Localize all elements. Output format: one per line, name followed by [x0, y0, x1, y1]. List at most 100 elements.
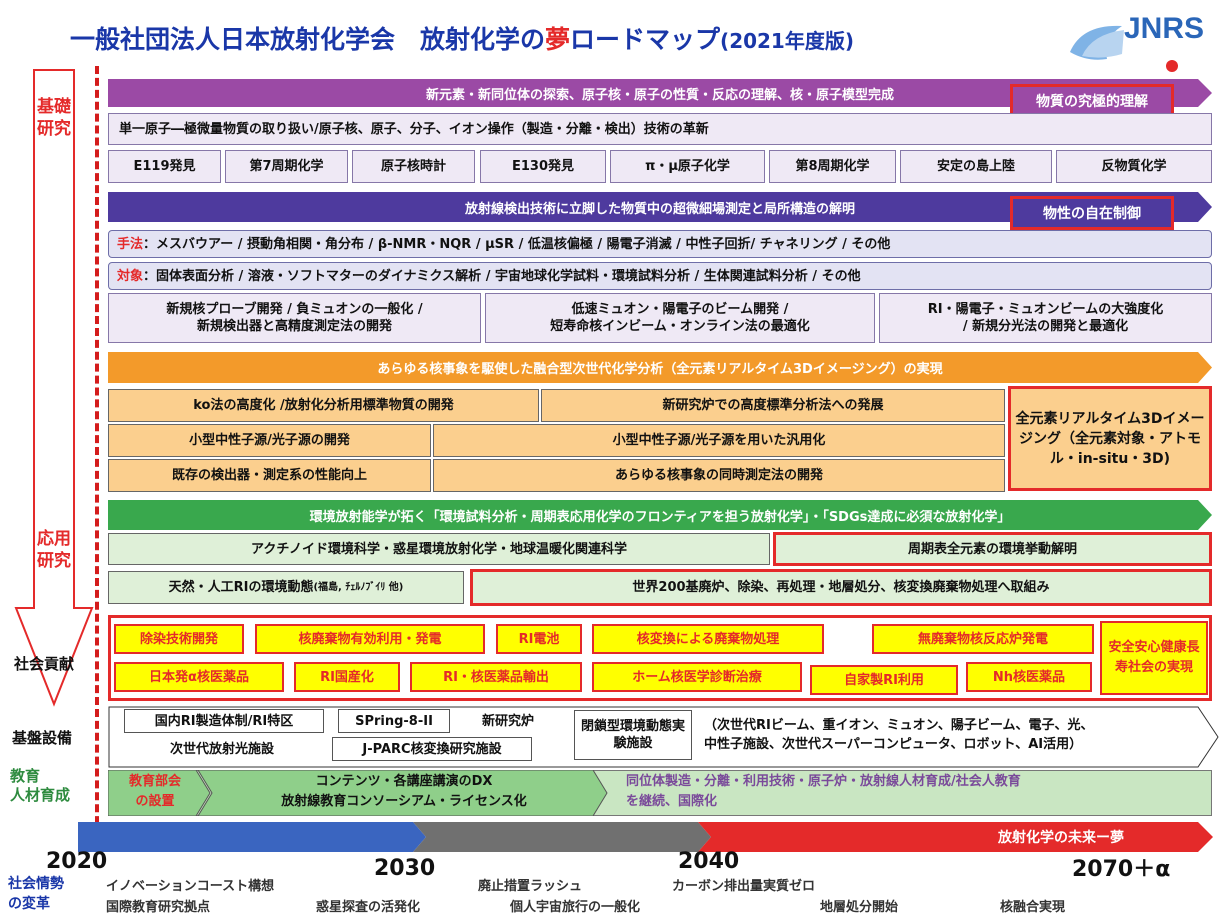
edu-b: コンテンツ・各講座講演のDX 放射線教育コンソーシアム・ライセンス化 — [212, 772, 596, 812]
social-item: ホーム核医学診断治療 — [592, 662, 802, 692]
shakai-josei-label-2: の変革 — [8, 896, 50, 912]
sec4-r2a: 天然・人工RIの環境動態(福島, ﾁｪﾙﾉﾌﾞｲﾘ 他) — [108, 571, 464, 604]
sec1-row1: 単一原子―極微量物質の取り扱い/原子核、原子、分子、イオン操作（製造・分離・検出… — [108, 113, 1212, 145]
edu-a-line2: の設置 — [135, 794, 175, 809]
sec3-r2b: 小型中性子源/光子源を用いた汎用化 — [433, 424, 1005, 457]
event: 個人宇宙旅行の一般化 — [510, 900, 641, 915]
kiban-label: 基盤設備 — [12, 729, 73, 747]
edu-b-line1: コンテンツ・各講座講演のDX — [315, 774, 493, 789]
sec3-band: あらゆる核事象を駆使した融合型次世代化学分析（全元素リアルタイム3Dイメージング… — [108, 352, 1212, 383]
event: イノベーションコースト構想 — [106, 879, 275, 894]
jnrs-logo: JNRS — [1070, 12, 1204, 72]
event: 地層処分開始 — [820, 900, 899, 915]
sec1-item: π・μ原子化学 — [610, 150, 765, 183]
sec3-r1a: ko法の高度化 /放射化分析用標準物質の開発 — [108, 389, 539, 422]
shakai-josei-label-1: 社会情勢 — [8, 876, 64, 892]
sec2-box1-line2: 新規検出器と高精度測定法の開発 — [196, 319, 392, 334]
title-rest: ロードマップ — [570, 25, 721, 54]
event: 核融合実現 — [1000, 900, 1066, 915]
sec3-r1b: 新研究炉での高度標準分析法への発展 — [541, 389, 1005, 422]
sec1-item: E130発見 — [480, 150, 606, 183]
sec4-band: 環境放射能学が拓く「環境試料分析・周期表応用化学のフロンティアを担う放射化学」・… — [108, 500, 1212, 530]
title-dream: 夢 — [545, 25, 571, 54]
sec2-box1-line1: 新規核プローブ開発 / 負ミュオンの一般化 / — [166, 302, 423, 317]
social-item: 無廃棄物核反応炉発電 — [872, 624, 1094, 654]
sec3-r3a: 既存の検出器・測定系の性能向上 — [108, 459, 431, 492]
sec1-item: E119発見 — [108, 150, 221, 183]
infra-note-line2: 中性子施設、次世代スーパーコンピュータ、ロボット、AI活用） — [704, 737, 1083, 752]
event: 国際教育研究拠点 — [106, 900, 211, 915]
sec1-item: 第8周期化学 — [769, 150, 896, 183]
ouyou-label: 応用研究 — [37, 529, 71, 571]
sec2-box3-line1: RI・陽電子・ミュオンビームの大強度化 — [927, 302, 1164, 317]
title-edition: (2021年度版) — [720, 29, 854, 53]
infra-item: 次世代放射光施設 — [148, 737, 296, 761]
sec3-goal: 全元素リアルタイム3Dイメージング（全元素対象・アトモル・in-situ・3D) — [1008, 386, 1212, 491]
target-label: 対象 — [117, 268, 144, 284]
sec2-box2-line2: 短寿命核インビーム・オンライン法の最適化 — [550, 319, 810, 334]
sec2-box2: 低速ミュオン・陽電子のビーム開発 / 短寿命核インビーム・オンライン法の最適化 — [485, 293, 875, 343]
sec3-r3b: あらゆる核事象の同時測定法の開発 — [433, 459, 1005, 492]
sec2-tag: 物性の自在制御 — [1010, 196, 1174, 230]
sec4-r2a-small: (福島, ﾁｪﾙﾉﾌﾞｲﾘ 他) — [313, 582, 404, 593]
edu-b-line2: 放射線教育コンソーシアム・ライセンス化 — [281, 794, 527, 809]
target-text: ：固体表面分析 / 溶液・ソフトマターのダイナミクス解析 / 宇宙地球化学試料・… — [143, 268, 861, 284]
event: 惑星探査の活発化 — [316, 900, 421, 915]
sec3-r2a: 小型中性子源/光子源の開発 — [108, 424, 431, 457]
year-2020: 2020 — [46, 849, 108, 874]
sec2-box3: RI・陽電子・ミュオンビームの大強度化 / 新規分光法の開発と最適化 — [879, 293, 1212, 343]
title-main: 一般社団法人日本放射化学会 放射化学の — [70, 25, 546, 54]
kyoiku-label: 教育 人材育成 — [10, 767, 71, 804]
infra-item: 国内RI製造体制/RI特区 — [124, 709, 324, 733]
sec2-method-row: 手法：メスバウアー / 摂動角相関・角分布 / β-NMR・NQR / μSR … — [108, 230, 1212, 258]
event: 廃止措置ラッシュ — [478, 879, 583, 894]
social-item: 核廃棄物有効利用・発電 — [255, 624, 485, 654]
infra-note: （次世代RIビーム、重イオン、ミュオン、陽子ビーム、電子、光、 中性子施設、次世… — [704, 716, 1094, 754]
edu-a-line1: 教育部会 — [128, 774, 181, 789]
social-item: Nh核医薬品 — [966, 662, 1092, 692]
social-item: 核変換による廃棄物処理 — [592, 624, 824, 654]
social-item: RI国産化 — [294, 662, 400, 692]
infra-item: J-PARC核変換研究施設 — [332, 737, 532, 761]
year-2030: 2030 — [374, 856, 436, 881]
social-item: 除染技術開発 — [114, 624, 244, 654]
sec1-item: 第7周期化学 — [225, 150, 348, 183]
sec1-item: 安定の島上陸 — [900, 150, 1052, 183]
future-label: 放射化学の未来ー夢 — [998, 830, 1124, 846]
edu-a: 教育部会 の設置 — [112, 772, 198, 812]
logo-text: JNRS — [1124, 12, 1204, 45]
infra-item: 新研究炉 — [460, 709, 556, 733]
vertical-research-arrow — [14, 69, 94, 707]
sec2-target-row: 対象：固体表面分析 / 溶液・ソフトマターのダイナミクス解析 / 宇宙地球化学試… — [108, 262, 1212, 290]
social-goal: 安全安心健康長寿社会の実現 — [1100, 621, 1208, 695]
sec4-r2a-text: 天然・人工RIの環境動態 — [168, 580, 314, 595]
event: カーボン排出量実質ゼロ — [672, 879, 816, 894]
sec2-box2-line1: 低速ミュオン・陽電子のビーム開発 / — [571, 302, 789, 317]
infra-item: 閉鎖型環境動態実験施設 — [574, 710, 692, 760]
social-item: RI電池 — [496, 624, 582, 654]
method-text: ：メスバウアー / 摂動角相関・角分布 / β-NMR・NQR / μSR / … — [143, 236, 891, 252]
social-item: 自家製RI利用 — [810, 665, 958, 695]
page-title: 一般社団法人日本放射化学会 放射化学の夢ロードマップ(2021年度版) — [70, 20, 854, 56]
edu-c-line2: を継続、国際化 — [626, 794, 718, 809]
sec2-box1: 新規核プローブ開発 / 負ミュオンの一般化 / 新規検出器と高精度測定法の開発 — [108, 293, 481, 343]
edu-arrow — [108, 770, 608, 816]
sec4-r1b: 周期表全元素の環境挙動解明 — [773, 532, 1212, 566]
shakai-koken-label: 社会貢献 — [14, 655, 75, 673]
sec1-item: 原子核時計 — [352, 150, 475, 183]
edu-c-line1: 同位体製造・分離・利用技術・原子炉・放射線人材育成/社会人教育 — [626, 774, 1021, 789]
social-item: RI・核医薬品輸出 — [410, 662, 582, 692]
sec2-box3-line2: / 新規分光法の開発と最適化 — [962, 319, 1129, 334]
kiso-label: 基礎研究 — [37, 97, 71, 139]
sec4-r1a: アクチノイド環境科学・惑星環境放射化学・地球温暖化関連科学 — [108, 533, 770, 565]
year-2040: 2040 — [678, 849, 740, 874]
divider-line — [95, 66, 99, 836]
method-label: 手法 — [117, 236, 144, 252]
infra-item: SPring-8-II — [338, 709, 450, 733]
sec1-item: 反物質化学 — [1056, 150, 1212, 183]
year-2070: 2070＋α — [1072, 857, 1171, 882]
sec4-r2b: 世界200基廃炉、除染、再処理・地層処分、核変換廃棄物処理へ取組み — [470, 569, 1212, 606]
social-item: 日本発α核医薬品 — [114, 662, 284, 692]
infra-note-line1: （次世代RIビーム、重イオン、ミュオン、陽子ビーム、電子、光、 — [704, 718, 1094, 733]
timeline-bar — [78, 822, 1213, 852]
